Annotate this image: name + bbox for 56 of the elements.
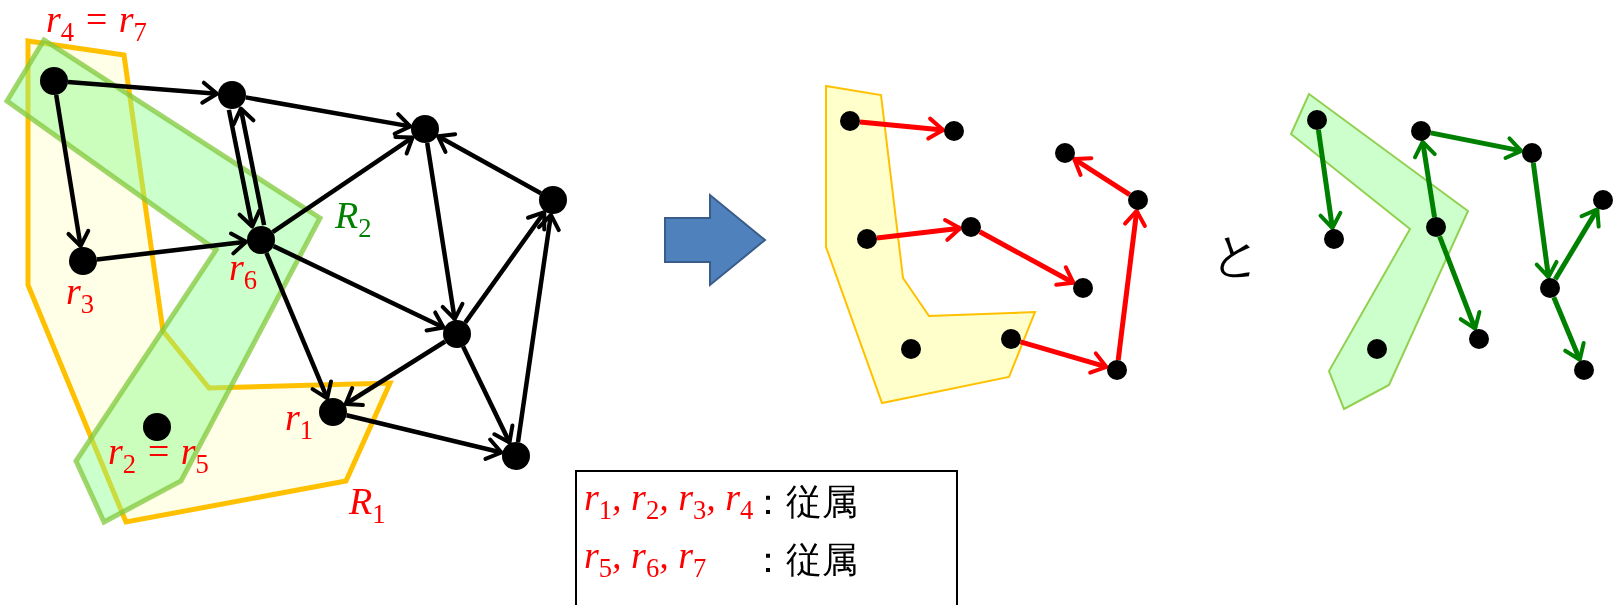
vertex-dot bbox=[443, 320, 471, 348]
arrow bbox=[515, 212, 561, 443]
arrow bbox=[463, 210, 547, 324]
math-label: r$_{5}$, r$_{6}$, r$_{7}$ bbox=[584, 536, 707, 582]
vertex-dot bbox=[1324, 229, 1344, 249]
arrow bbox=[1553, 207, 1601, 281]
vertex-dot bbox=[1107, 360, 1127, 380]
vertex-dot bbox=[411, 115, 439, 143]
arrow bbox=[1551, 296, 1586, 362]
connector-text: と bbox=[1212, 226, 1261, 284]
arrow bbox=[343, 339, 447, 407]
vertex-dot bbox=[1593, 190, 1613, 210]
arrow bbox=[1315, 129, 1343, 231]
vertex-dot bbox=[1073, 278, 1093, 298]
arrow bbox=[271, 134, 415, 235]
vertex-dot bbox=[1540, 278, 1560, 298]
arrow bbox=[876, 217, 963, 242]
arrow bbox=[1413, 139, 1437, 218]
arrow bbox=[1437, 235, 1482, 331]
vertex-dot bbox=[1469, 329, 1489, 349]
vertex-label: r$_{3}$ bbox=[66, 272, 95, 318]
arrow bbox=[245, 95, 413, 136]
arrow bbox=[1530, 162, 1559, 280]
arrow bbox=[1115, 208, 1147, 361]
arrow bbox=[978, 229, 1076, 287]
vertex-dot bbox=[218, 81, 246, 109]
vertex-label: r$_{2}$ = r$_{5}$ bbox=[108, 432, 209, 478]
vertex-dot bbox=[69, 247, 97, 275]
region-label: R$_{2}$ bbox=[335, 196, 372, 242]
vertex-label: r$_{1}$ bbox=[285, 398, 314, 444]
vertex-dot bbox=[539, 186, 567, 214]
vertex-dot bbox=[1411, 121, 1431, 141]
arrow bbox=[96, 231, 249, 262]
arrow bbox=[272, 244, 446, 333]
arrow bbox=[424, 142, 465, 322]
arrow bbox=[1430, 130, 1524, 160]
vertex-dot bbox=[1128, 190, 1148, 210]
vertex-label: r$_{4}$ = r$_{7}$ bbox=[46, 0, 147, 46]
arrow bbox=[346, 413, 504, 461]
arrow bbox=[53, 94, 91, 249]
arrow bbox=[264, 252, 333, 401]
vertex-dot bbox=[1522, 143, 1542, 163]
region-label: R$_{1}$ bbox=[349, 482, 386, 528]
vertex-dot bbox=[944, 121, 964, 141]
vertex-dot bbox=[1574, 360, 1594, 380]
vertex-dot bbox=[961, 217, 981, 237]
arrow bbox=[1072, 156, 1131, 197]
vertex-label: r$_{6}$ bbox=[229, 248, 258, 294]
note-text: ：従属 bbox=[750, 538, 858, 582]
arrow bbox=[461, 345, 515, 445]
arrow bbox=[436, 132, 542, 196]
arrow bbox=[67, 79, 219, 105]
vertex-dot bbox=[319, 398, 347, 426]
vertex-dot bbox=[247, 226, 275, 254]
vertex-dot bbox=[1055, 143, 1075, 163]
vertex-dot bbox=[502, 442, 530, 470]
